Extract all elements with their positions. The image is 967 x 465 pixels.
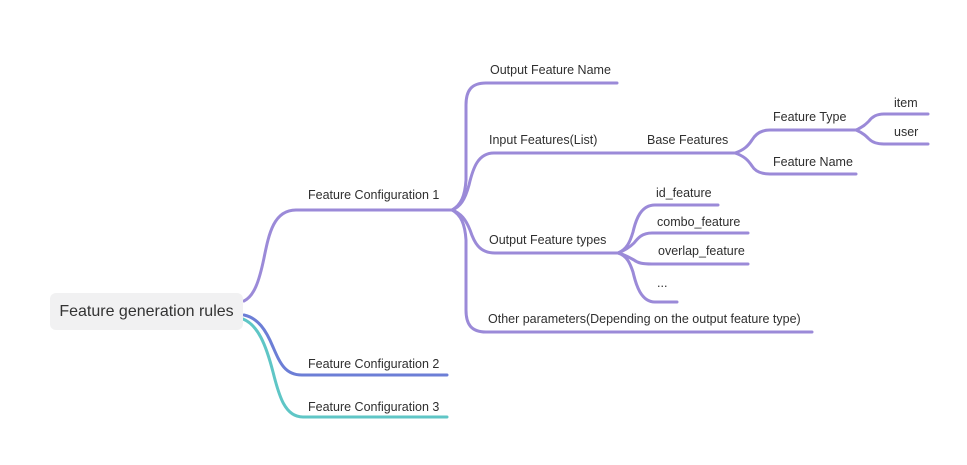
node-output-feature-types[interactable]: Output Feature types bbox=[489, 233, 607, 247]
branch-fc1-to-output-feature-types bbox=[450, 208, 620, 255]
branch-feature-type-to-user bbox=[854, 128, 930, 146]
node-base-features[interactable]: Base Features bbox=[647, 133, 729, 147]
node-feature-configuration-1[interactable]: Feature Configuration 1 bbox=[308, 188, 440, 202]
branch-types-to-combo-feature bbox=[616, 231, 750, 255]
branch-fc1-to-other-parameters bbox=[450, 208, 814, 334]
node-more-ellipsis[interactable]: ... bbox=[657, 276, 668, 290]
branch-fc1-to-input-features bbox=[450, 151, 737, 212]
branch-root-to-fc2 bbox=[242, 313, 449, 377]
node-user[interactable]: user bbox=[894, 125, 919, 139]
branch-base-features-to-feature-type bbox=[733, 128, 858, 155]
node-other-parameters[interactable]: Other parameters(Depending on the output… bbox=[488, 312, 801, 326]
node-feature-configuration-2[interactable]: Feature Configuration 2 bbox=[308, 357, 440, 371]
node-overlap-feature[interactable]: overlap_feature bbox=[658, 244, 745, 258]
branch-root-to-fc3 bbox=[241, 317, 449, 419]
root-node-label: Feature generation rules bbox=[59, 302, 234, 320]
branch-types-to-more bbox=[616, 251, 679, 304]
node-id-feature[interactable]: id_feature bbox=[656, 186, 712, 200]
node-feature-type[interactable]: Feature Type bbox=[773, 110, 847, 124]
branch-root-to-fc1 bbox=[242, 208, 454, 303]
node-item[interactable]: item bbox=[894, 96, 918, 110]
node-feature-name[interactable]: Feature Name bbox=[773, 155, 853, 169]
node-feature-configuration-3[interactable]: Feature Configuration 3 bbox=[308, 400, 440, 414]
branch-feature-type-to-item bbox=[854, 112, 930, 132]
root-node-feature-generation-rules[interactable]: Feature generation rules bbox=[50, 293, 243, 330]
node-output-feature-name[interactable]: Output Feature Name bbox=[490, 63, 611, 77]
branch-base-features-to-feature-name bbox=[733, 151, 858, 176]
node-input-features-list[interactable]: Input Features(List) bbox=[489, 133, 598, 147]
node-combo-feature[interactable]: combo_feature bbox=[657, 215, 741, 229]
